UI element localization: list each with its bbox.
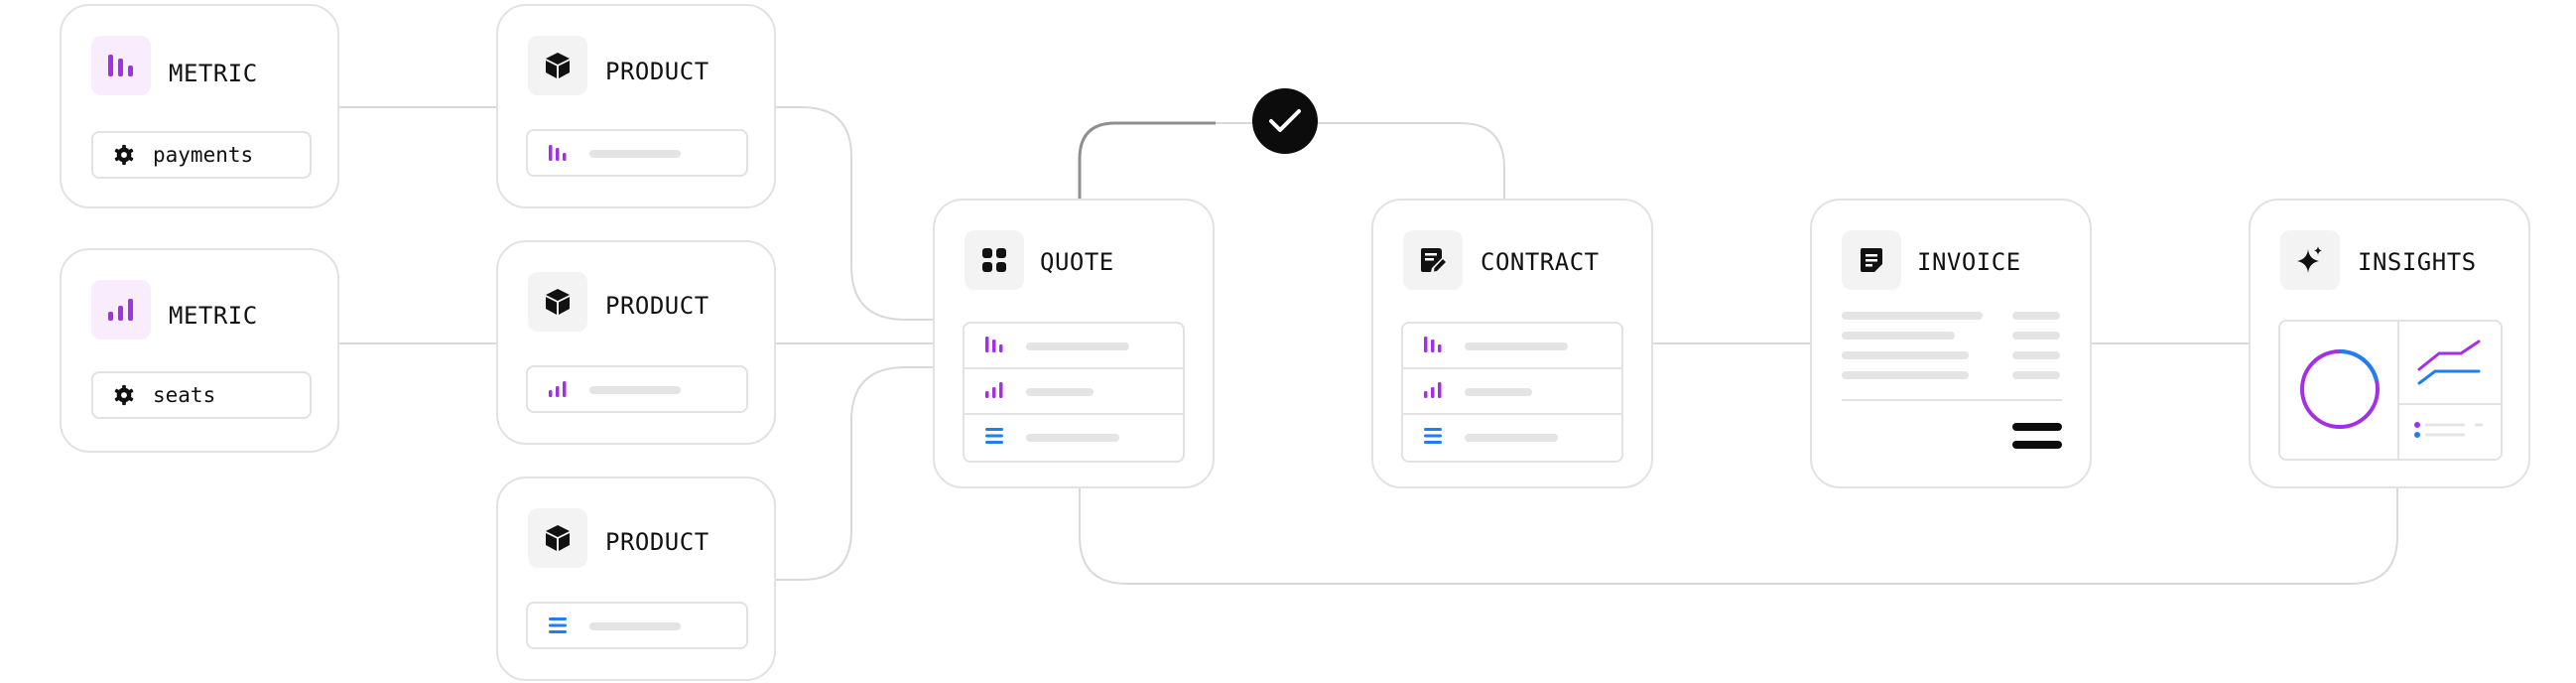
invoice-line: [1842, 371, 1969, 379]
insights-dashboard: [2278, 320, 2503, 461]
connector-approval-contract: [1318, 122, 1505, 199]
product-pill[interactable]: [526, 365, 748, 413]
card-title: METRIC: [169, 302, 258, 330]
sparkle-icon: [2297, 246, 2322, 273]
invoice-total-bar: [2012, 423, 2062, 431]
placeholder-line: [1026, 434, 1119, 442]
placeholder-line: [589, 150, 681, 158]
quote-item-list: [963, 322, 1185, 463]
card-title: INVOICE: [1917, 248, 2021, 276]
card-title: PRODUCT: [605, 292, 709, 320]
quote-card[interactable]: QUOTE: [933, 199, 1215, 488]
card-title: CONTRACT: [1481, 248, 1600, 276]
list-icon: [985, 428, 1003, 444]
placeholder-line: [1465, 434, 1558, 442]
list-item[interactable]: [965, 324, 1183, 369]
connector-quote-insights-loop: [1079, 488, 2398, 585]
contract-icon-box: [1403, 230, 1463, 290]
box-icon: [546, 525, 570, 551]
insights-card[interactable]: INSIGHTS: [2249, 199, 2530, 488]
placeholder-line: [589, 386, 681, 394]
metric-pill-label: payments: [153, 143, 254, 167]
card-title: QUOTE: [1040, 248, 1114, 276]
invoice-icon-box: [1842, 230, 1901, 290]
invoice-amount: [2012, 332, 2060, 340]
box-icon: [546, 289, 570, 315]
ascending-bars-icon: [108, 299, 133, 321]
placeholder-line: [1026, 388, 1094, 396]
metric-pill-label: seats: [153, 383, 216, 407]
product-pill[interactable]: [526, 129, 748, 177]
list-icon: [549, 617, 567, 633]
invoice-line: [1842, 351, 1969, 359]
gear-icon: [114, 144, 134, 166]
metric-icon-box: [91, 36, 151, 95]
placeholder-line: [1026, 342, 1129, 350]
box-icon: [546, 53, 570, 78]
metric-card-seats[interactable]: METRIC seats: [60, 248, 339, 453]
connector-quote-approval-active: [1078, 121, 1216, 199]
contract-card[interactable]: CONTRACT: [1371, 199, 1653, 488]
list-icon: [1424, 428, 1442, 444]
card-title: METRIC: [169, 60, 258, 87]
invoice-line: [1842, 312, 1983, 320]
insights-icon-box: [2280, 230, 2340, 290]
edit-document-icon: [1421, 248, 1446, 272]
connector-product3-quote: [776, 366, 935, 581]
metric-pill[interactable]: seats: [91, 371, 312, 419]
invoice-total-bar: [2012, 441, 2062, 449]
metric-icon-box: [91, 280, 151, 340]
card-title: INSIGHTS: [2358, 248, 2477, 276]
product-icon-box: [528, 508, 587, 568]
contract-item-list: [1401, 322, 1623, 463]
product-card[interactable]: PRODUCT: [496, 477, 776, 681]
gear-icon: [114, 384, 134, 406]
bar-chart-icon: [1424, 337, 1442, 352]
approval-check: [1252, 88, 1318, 154]
ascending-bars-icon: [1424, 382, 1442, 398]
grid-icon: [982, 248, 1006, 272]
placeholder-line: [1465, 342, 1568, 350]
quote-icon-box: [965, 230, 1024, 290]
invoice-line: [1842, 332, 1955, 340]
line-chart-icon: [2417, 340, 2481, 385]
product-pill[interactable]: [526, 602, 748, 649]
checkmark-icon: [1269, 109, 1301, 132]
placeholder-line: [1465, 388, 1532, 396]
list-item[interactable]: [1403, 415, 1621, 461]
metric-pill[interactable]: payments: [91, 131, 312, 179]
metric-card-payments[interactable]: METRIC payments: [60, 4, 339, 208]
list-item[interactable]: [1403, 369, 1621, 415]
product-icon-box: [528, 36, 587, 95]
dashboard-vertical-divider: [2397, 322, 2399, 459]
list-item[interactable]: [965, 369, 1183, 415]
card-title: PRODUCT: [605, 58, 709, 85]
dashboard-horizontal-divider: [2399, 403, 2501, 405]
ascending-bars-icon: [549, 381, 567, 397]
ascending-bars-icon: [985, 382, 1003, 398]
donut-chart-icon: [2300, 349, 2380, 429]
product-card[interactable]: PRODUCT: [496, 4, 776, 208]
list-item[interactable]: [1403, 324, 1621, 369]
product-icon-box: [528, 272, 587, 332]
legend-icon: [2414, 422, 2483, 438]
card-title: PRODUCT: [605, 528, 709, 556]
placeholder-line: [589, 622, 681, 630]
invoice-card[interactable]: INVOICE: [1810, 199, 2092, 488]
bar-chart-icon: [549, 145, 567, 161]
document-icon: [1861, 248, 1882, 272]
invoice-amount: [2012, 351, 2060, 359]
connector-product1-quote: [776, 106, 935, 321]
invoice-divider: [1842, 399, 2062, 401]
bar-chart-icon: [108, 55, 133, 76]
invoice-amount: [2012, 371, 2060, 379]
bar-chart-icon: [985, 337, 1003, 352]
product-card[interactable]: PRODUCT: [496, 240, 776, 445]
list-item[interactable]: [965, 415, 1183, 461]
invoice-amount: [2012, 312, 2060, 320]
